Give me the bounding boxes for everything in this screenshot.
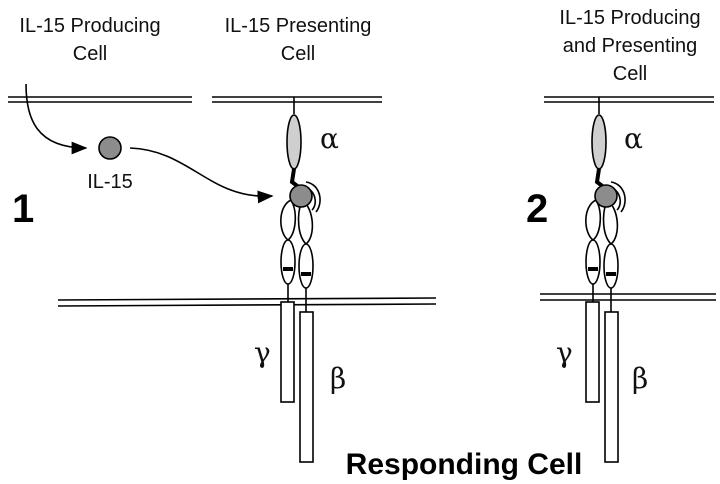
- presenting-cell-label-line2: Cell: [281, 43, 315, 65]
- responding-cell-membrane-right: [540, 293, 716, 301]
- both-cell-label-line2: and Presenting: [563, 35, 698, 57]
- binding-arrow: [129, 147, 274, 204]
- responding-cell-label: Responding Cell: [346, 448, 583, 481]
- beta-label-1: β: [330, 362, 346, 395]
- gamma-label-2: γ: [556, 336, 573, 369]
- top-membrane-producing-presenting-cell: [544, 96, 714, 103]
- producing-cell-label-line2: Cell: [73, 43, 107, 65]
- producing-cell-label-line1: IL-15 Producing: [19, 15, 160, 37]
- presenting-cell-label-line1: IL-15 Presenting: [225, 15, 372, 37]
- free-il15-molecule: [98, 136, 122, 160]
- both-cell-label-line3: Cell: [613, 63, 647, 85]
- secretion-arrow: [25, 83, 88, 155]
- top-membrane-presenting-cell: [212, 96, 382, 103]
- receptor-complex-1: [278, 95, 323, 464]
- receptor-complex-2: [583, 95, 628, 464]
- gamma-label-1: γ: [254, 336, 271, 369]
- scenario-number-2: 2: [526, 187, 548, 231]
- alpha-label-1: α: [320, 122, 339, 155]
- top-membrane-producing-cell: [8, 96, 192, 103]
- alpha-label-2: α: [624, 122, 643, 155]
- beta-label-2: β: [632, 362, 648, 395]
- responding-cell-membrane-left: [57, 297, 437, 307]
- scenario-number-1: 1: [12, 187, 34, 231]
- both-cell-label-line1: IL-15 Producing: [559, 7, 700, 29]
- il15-label: IL-15: [87, 171, 133, 193]
